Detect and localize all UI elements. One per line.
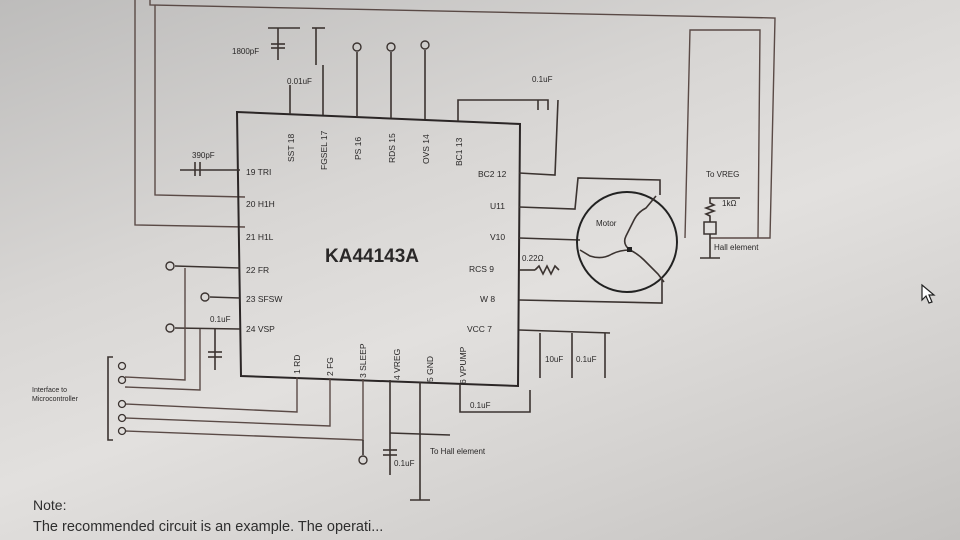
- pin-rds: RDS 15: [387, 133, 397, 163]
- terminal-rds: [386, 42, 396, 52]
- hall-element: To VREG 1kΩ Hall element: [700, 170, 759, 259]
- label-vpump-cap: 0.1uF: [470, 401, 491, 410]
- terminal-ps: [352, 42, 362, 52]
- label-to-hall: To Hall element: [430, 447, 486, 456]
- pin-fr: 22 FR: [246, 265, 269, 275]
- label-001uf: 0.01uF: [287, 77, 312, 86]
- pin-sleep: 3 SLEEP: [358, 343, 368, 378]
- label-motor: Motor: [596, 219, 617, 228]
- label-interface-2: Microcontroller: [32, 396, 79, 403]
- motor: Motor: [576, 191, 678, 293]
- label-to-vreg: To VREG: [706, 170, 739, 179]
- label-rcs-resistor: 0.22Ω: [522, 254, 544, 263]
- pin-v: V10: [490, 232, 505, 242]
- label-1800pf: 1800pF: [232, 47, 259, 56]
- ic-chip-body: [235, 110, 522, 388]
- pin-w: W 8: [480, 294, 495, 304]
- pin-bc2: BC2 12: [478, 169, 507, 179]
- label-390pf: 390pF: [192, 151, 215, 160]
- pin-vsp: 24 VSP: [246, 324, 275, 334]
- mouse-cursor-icon: [921, 283, 936, 304]
- label-bc-cap: 0.1uF: [532, 75, 553, 84]
- top-pins: SST 18 FGSEL 17 PS 16 RDS 15 OVS 14 BC1 …: [232, 27, 553, 170]
- left-pins: 19 TRI 20 H1H 21 H1L 22 FR 23 SFSW 24 VS…: [124, 151, 282, 391]
- label-vreg-cap: 0.1uF: [394, 459, 415, 468]
- pin-vpump: 6 VPUMP: [458, 346, 468, 384]
- label-vcc-cap: 0.1uF: [576, 355, 597, 364]
- pin-bc1: BC1 13: [454, 137, 464, 166]
- label-interface-1: Interface to: [32, 387, 67, 394]
- label-10uf: 10uF: [545, 355, 563, 364]
- pin-rd: 1 RD: [292, 355, 302, 374]
- outer-wires: [134, 0, 776, 239]
- pin-sst: SST 18: [286, 134, 296, 162]
- pin-sfsw: 23 SFSW: [246, 294, 282, 304]
- pin-vcc: VCC 7: [467, 324, 492, 334]
- right-pins: BC2 12 U11 V10 RCS 9 W 8 VCC 7 0.22Ω 10u…: [467, 99, 663, 378]
- microcontroller-interface: Interface to Microcontroller: [32, 356, 127, 441]
- terminal-ovs: [420, 40, 430, 50]
- pin-vreg: 4 VREG: [392, 349, 402, 380]
- bottom-pins: 1 RD 2 FG 3 SLEEP 4 VREG 5 GND 6 VPUMP 0…: [124, 343, 531, 501]
- pin-u: U11: [490, 201, 505, 211]
- pin-rcs: RCS 9: [469, 264, 494, 274]
- note-title: Note:: [33, 497, 67, 513]
- pin-h1h: 20 H1H: [246, 199, 275, 209]
- pin-ps: PS 16: [353, 137, 363, 160]
- pin-h1l: 21 H1L: [246, 232, 274, 242]
- note-body: The recommended circuit is an example. T…: [33, 519, 384, 535]
- pin-gnd: 5 GND: [425, 356, 435, 382]
- ic-chip-name: KA44143A: [325, 246, 419, 267]
- pin-fgsel: FGSEL 17: [319, 130, 329, 170]
- label-vsp-cap: 0.1uF: [210, 315, 231, 324]
- capacitor-1800pf: [268, 27, 325, 65]
- label-1k: 1kΩ: [722, 199, 736, 208]
- pin-fg: 2 FG: [325, 357, 335, 376]
- label-hall: Hall element: [714, 243, 759, 252]
- pin-ovs: OVS 14: [421, 134, 431, 164]
- pin-tri: 19 TRI: [246, 167, 271, 177]
